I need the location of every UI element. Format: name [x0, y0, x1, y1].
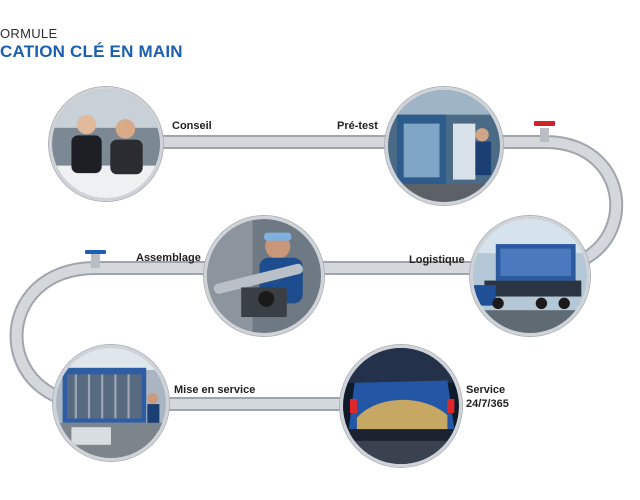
step-photo-pre-test: [385, 87, 503, 205]
step-label-service-title: Service: [466, 384, 506, 396]
step-photo-conseil: [49, 87, 163, 201]
step-label-service-hours: 24/7/365: [466, 398, 509, 410]
page-title: CATION CLÉ EN MAIN: [0, 42, 183, 61]
step-photo-assemblage: [204, 216, 324, 336]
step-label-pre-test: Pré-test: [337, 120, 378, 132]
step-label-logistique: Logistique: [409, 254, 465, 266]
step-label-conseil: Conseil: [172, 120, 212, 132]
step-label-mise-en-service: Mise en service: [174, 384, 256, 396]
step-photo-mise-en-service: [53, 345, 169, 461]
step-label-assemblage: Assemblage: [136, 252, 201, 264]
step-label-service: Service 24/7/365: [466, 383, 509, 411]
header-subtitle: ORMULE: [0, 26, 58, 41]
step-photo-logistique: [470, 216, 590, 336]
blue-valve-icon: [85, 250, 106, 268]
red-valve-icon: [534, 121, 555, 142]
step-photo-service: [340, 345, 462, 467]
